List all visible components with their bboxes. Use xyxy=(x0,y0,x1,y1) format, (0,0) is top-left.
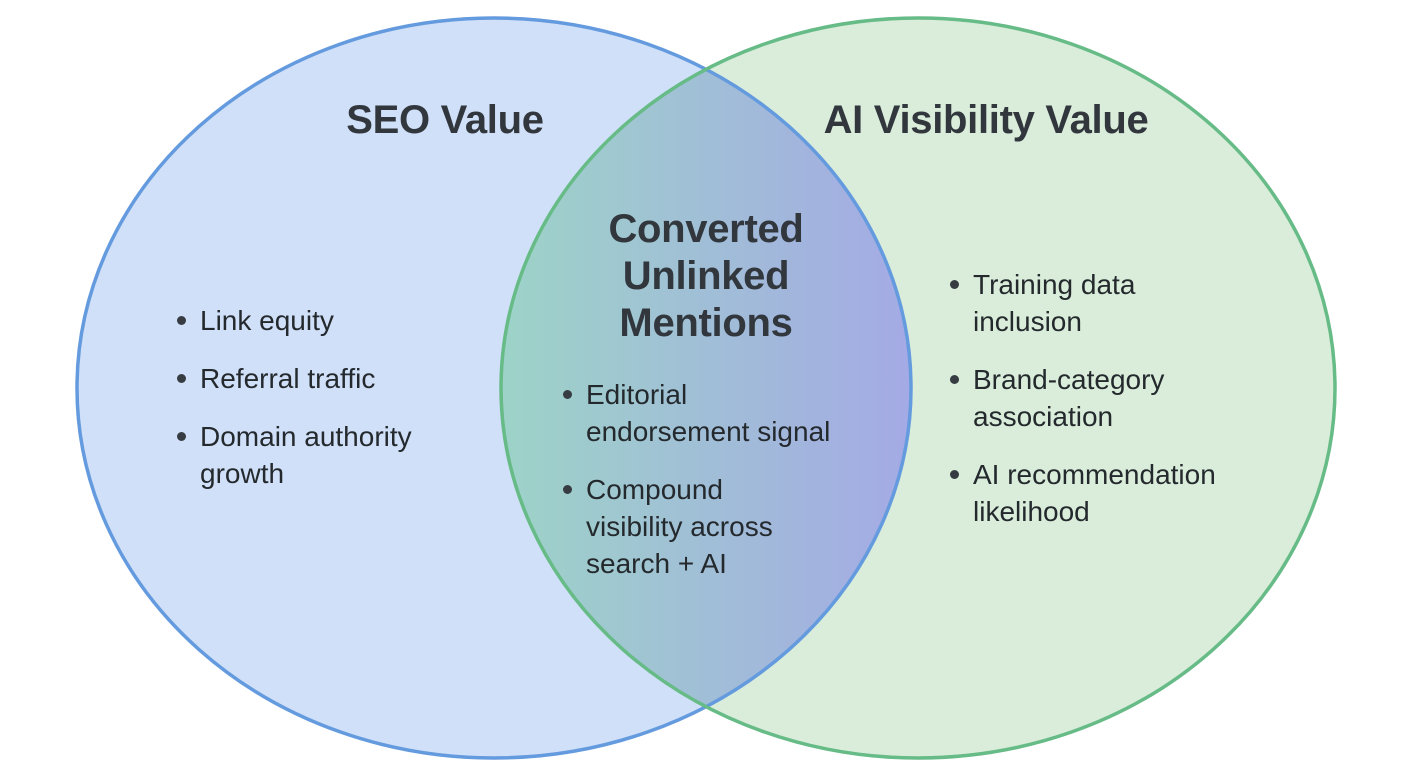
list-item: Referral traffic xyxy=(177,360,507,397)
bullet-dot xyxy=(950,470,959,479)
bullet-dot xyxy=(177,432,186,441)
list-item: Training data inclusion xyxy=(950,266,1310,340)
left-circle-title: SEO Value xyxy=(346,98,544,142)
right-circle-list: Training data inclusion Brand-category a… xyxy=(950,266,1310,530)
right-circle-title: AI Visibility Value xyxy=(823,98,1149,142)
left-circle-border xyxy=(75,16,913,760)
right-circle-border xyxy=(499,16,1337,760)
list-item-text: AI recommendation likelihood xyxy=(973,459,1216,527)
overlap-region xyxy=(501,18,911,758)
list-item-text: Domain authority growth xyxy=(200,421,412,489)
overlap-list: Editorial endorsement signal Compound vi… xyxy=(563,376,893,582)
bullet-dot xyxy=(563,390,572,399)
list-item: Editorial endorsement signal xyxy=(563,376,893,450)
list-item-text: Link equity xyxy=(200,305,334,336)
list-item: Brand-category association xyxy=(950,361,1310,435)
list-item-text: Referral traffic xyxy=(200,363,376,394)
list-item: Compound visibility across search + AI xyxy=(563,471,893,582)
bullet-dot xyxy=(950,280,959,289)
bullet-dot xyxy=(177,374,186,383)
list-item-text: Editorial endorsement signal xyxy=(586,379,831,447)
overlap-title: Converted Unlinked Mentions xyxy=(608,207,804,345)
list-item: AI recommendation likelihood xyxy=(950,456,1310,530)
bullet-dot xyxy=(563,485,572,494)
list-item-text: Brand-category association xyxy=(973,364,1165,432)
left-circle-list: Link equity Referral traffic Domain auth… xyxy=(177,302,507,492)
bullet-dot xyxy=(950,375,959,384)
list-item: Domain authority growth xyxy=(177,418,507,492)
list-item: Link equity xyxy=(177,302,507,339)
list-item-text: Compound visibility across search + AI xyxy=(586,474,773,579)
list-item-text: Training data inclusion xyxy=(973,269,1136,337)
bullet-dot xyxy=(177,316,186,325)
